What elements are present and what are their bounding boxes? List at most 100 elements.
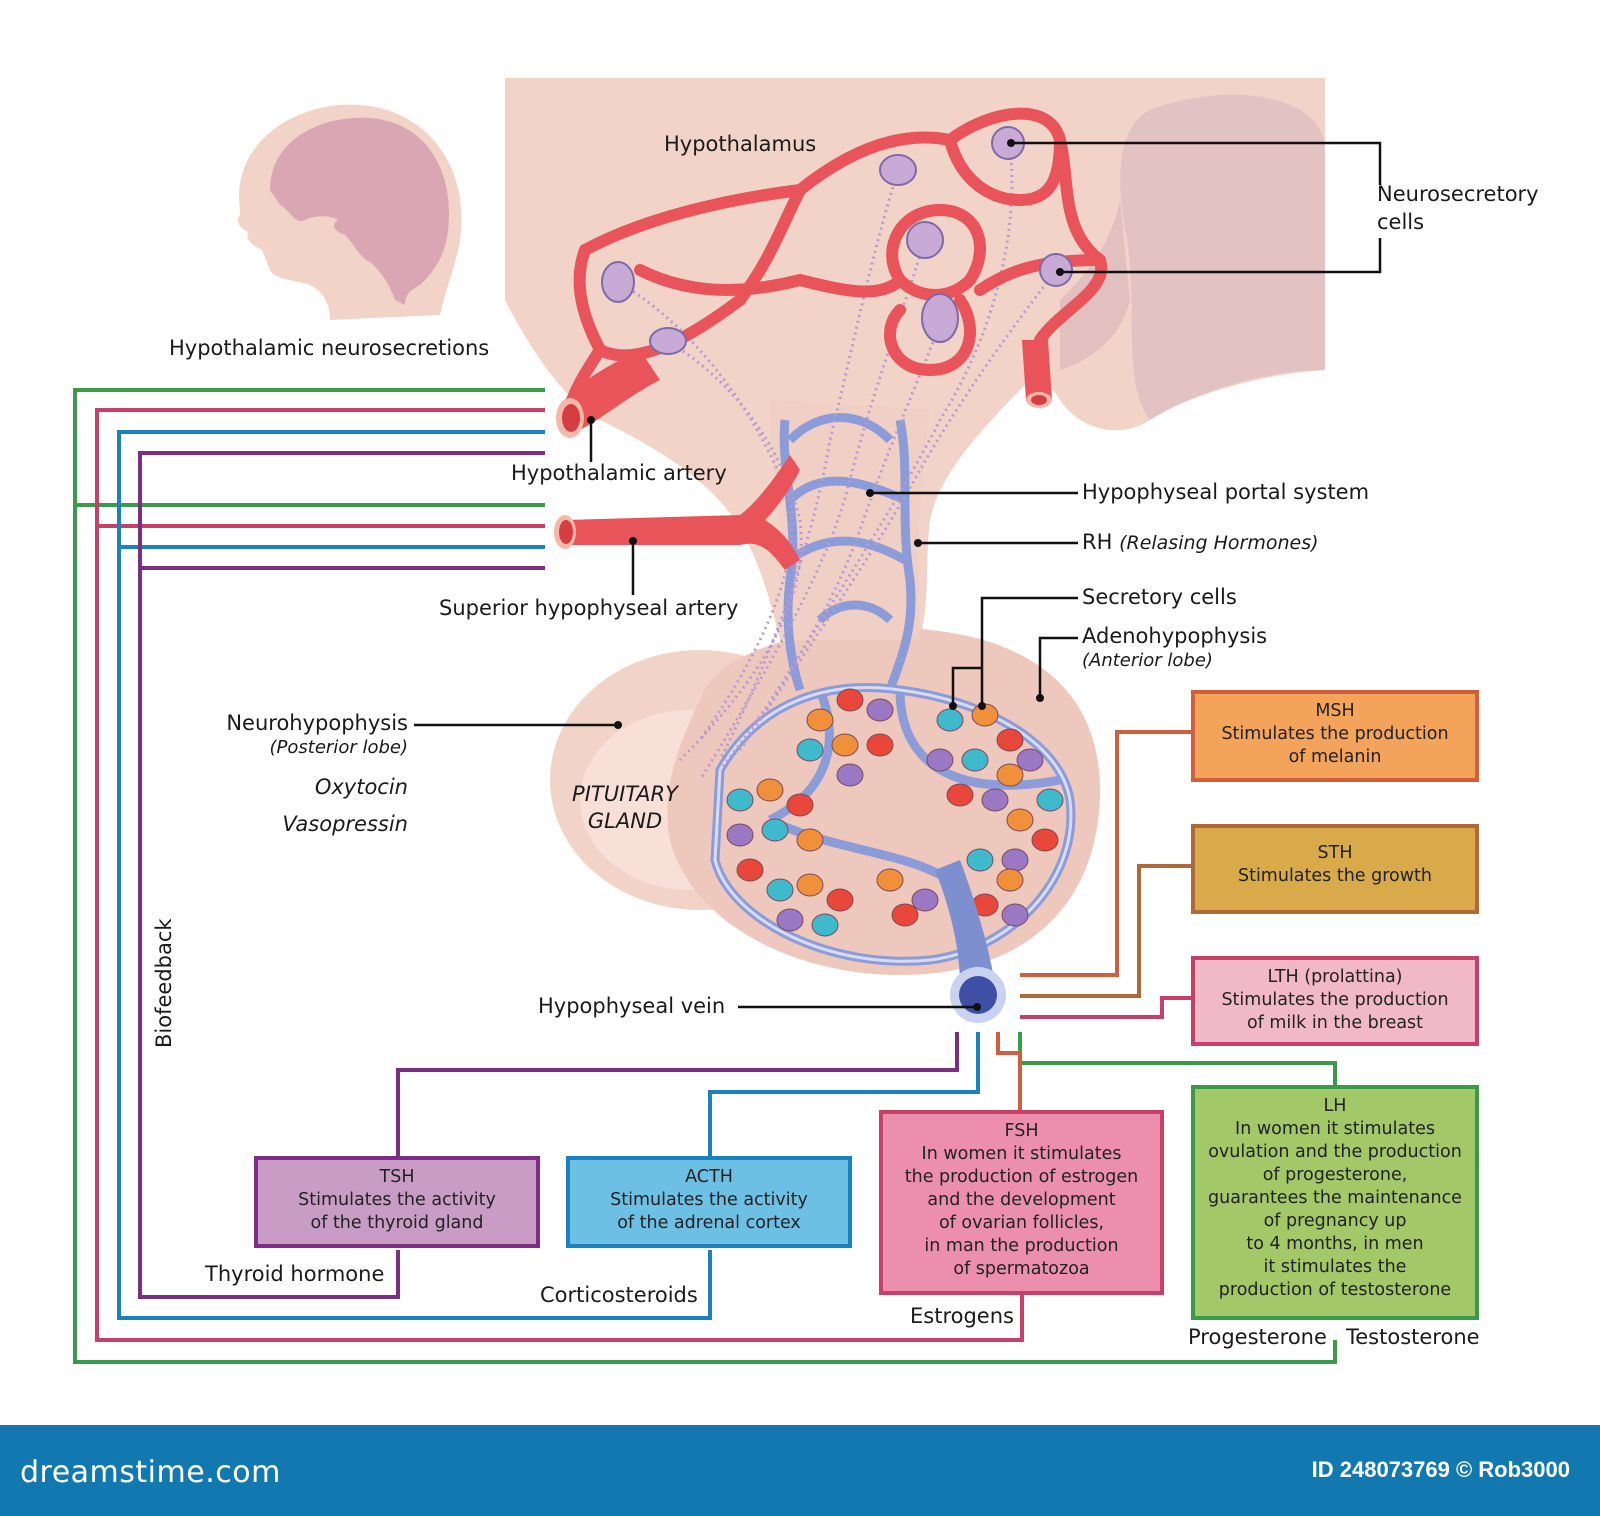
rh-full: (Relasing Hormones): [1119, 532, 1319, 554]
label-hypothalamus: Hypothalamus: [664, 132, 817, 156]
secretory-cell: [726, 823, 754, 847]
label-thyroid-hormone: Thyroid hormone: [205, 1262, 385, 1286]
secretory-cell: [946, 783, 974, 807]
neurosecretory-cell-bodies: [601, 126, 1073, 355]
secretory-cell: [1031, 828, 1059, 852]
secretory-cell: [996, 868, 1024, 892]
hormone-box-fsh: FSH In women it stimulates the production …: [879, 1110, 1164, 1295]
label-neurosecretory: Neurosecretory: [1377, 182, 1539, 206]
label-rh: RH (Relasing Hormones): [1082, 530, 1319, 555]
pituitary-stalk: [770, 400, 930, 640]
label-posterior-lobe: (Posterior lobe): [269, 737, 408, 758]
secretory-cell: [961, 748, 989, 772]
secretory-cell: [996, 763, 1024, 787]
secretory-cell: [806, 708, 834, 732]
dreamstime-logo[interactable]: dreamstime.com: [20, 1455, 281, 1490]
label-hypophyseal-portal-system: Hypophyseal portal system: [1082, 480, 1370, 504]
label-progesterone: Progesterone: [1188, 1325, 1327, 1349]
label-neurohypophysis: Neurohypophysis: [226, 711, 408, 735]
hormone-description-line: to 4 months, in men: [1246, 1234, 1424, 1254]
secretory-cell: [876, 868, 904, 892]
secretory-cell: [831, 733, 859, 757]
secretory-cell: [1036, 788, 1064, 812]
hormone-box-lh: LH In women it stimulates ovulation and th…: [1191, 1085, 1479, 1320]
diagram-illustration: [73, 78, 1382, 1364]
label-hypothalamic-artery: Hypothalamic artery: [511, 461, 727, 485]
hormone-name: MSH: [1315, 701, 1355, 721]
hormone-description-line: of progesterone,: [1262, 1165, 1408, 1185]
leader-lines: [414, 141, 1382, 1009]
secretory-cell: [936, 708, 964, 732]
hormone-description-line: of melanin: [1288, 747, 1382, 767]
label-pituitary: PITUITARY: [572, 782, 678, 806]
label-superior-hypophyseal-artery: Superior hypophyseal artery: [439, 596, 739, 620]
hormone-description-line: Stimulates the production: [1221, 990, 1449, 1010]
secretory-cell: [891, 903, 919, 927]
secretory-cell: [926, 748, 954, 772]
secretory-cell: [866, 698, 894, 722]
secretory-cell: [836, 688, 864, 712]
label-hypophyseal-vein: Hypophyseal vein: [538, 994, 726, 1018]
hormone-description-line: Stimulates the production: [1221, 724, 1449, 744]
secretory-cell: [836, 763, 864, 787]
secretory-cell: [1016, 748, 1044, 772]
label-neurosecretory-cells: cells: [1377, 210, 1425, 234]
secretory-cell: [776, 908, 804, 932]
secretory-cell: [766, 878, 794, 902]
label-estrogens: Estrogens: [910, 1304, 1014, 1328]
secretory-cell: [761, 818, 789, 842]
label-hypothalamic-neurosecretions: Hypothalamic neurosecretions: [169, 336, 490, 360]
secretory-cell: [796, 873, 824, 897]
hormone-output-lines: [396, 730, 1337, 1156]
secretory-cell: [811, 913, 839, 937]
hormone-name: ACTH: [685, 1167, 733, 1187]
label-anterior-lobe: (Anterior lobe): [1082, 650, 1213, 671]
secretory-cell: [866, 733, 894, 757]
biofeedback-lines: [73, 388, 1337, 1364]
secretory-cell: [796, 828, 824, 852]
secretory-cell: [796, 738, 824, 762]
hormone-description-line: of pregnancy up: [1263, 1211, 1407, 1231]
label-secretory-cells: Secretory cells: [1082, 585, 1237, 609]
hormone-description-line: Stimulates the growth: [1237, 866, 1433, 886]
label-gland: GLAND: [587, 809, 663, 833]
hormone-name: FSH: [1004, 1121, 1039, 1141]
secretory-cell: [911, 888, 939, 912]
hormone-description-line: In women it stimulates: [921, 1144, 1122, 1164]
rh-abbrev: RH: [1082, 530, 1113, 554]
superior-hypophyseal-artery: [554, 455, 800, 570]
secretory-cell: [736, 858, 764, 882]
secretory-cell: [726, 788, 754, 812]
secretory-cell: [1006, 808, 1034, 832]
hormone-description-line: production of testosterone: [1218, 1280, 1452, 1300]
hypothalamic-capillary-network: [564, 107, 1108, 416]
hormone-name: TSH: [379, 1167, 415, 1187]
label-oxytocin: Oxytocin: [314, 775, 408, 799]
portal-vessel-highlight: [713, 686, 1073, 963]
hormone-box-lth: LTH (prolattina)Stimulates the productio…: [1191, 956, 1479, 1046]
hormone-description-line: in man the production: [924, 1236, 1119, 1256]
hormone-description-line: Stimulates the activity: [610, 1190, 808, 1210]
brain-tissue: [505, 78, 1325, 640]
label-biofeedback: Biofeedback: [152, 918, 176, 1048]
hormone-description-line: the production of estrogen: [904, 1167, 1139, 1187]
leader-dots: [587, 139, 1064, 1011]
head-silhouette-icon: [237, 104, 462, 321]
pituitary-diagram: Hypothalamus Neurosecretory cells Hypoth…: [73, 78, 1539, 1364]
hormone-description-line: it stimulates the: [1263, 1257, 1407, 1277]
hormone-description-line: Stimulates the activity: [298, 1190, 496, 1210]
hormone-name: LH: [1323, 1096, 1347, 1116]
secretory-cell: [966, 848, 994, 872]
hormone-description-line: of spermatozoa: [953, 1259, 1090, 1279]
footer-bar: dreamstime.com ID 248073769 © Rob3000: [0, 1425, 1600, 1516]
hypothalamic-artery: [556, 350, 660, 438]
label-testosterone: Testosterone: [1346, 1325, 1480, 1349]
hormone-box-tsh: TSH Stimulates the activity of the thyroid…: [254, 1156, 540, 1248]
hormone-description-line: of the thyroid gland: [310, 1213, 484, 1233]
label-corticosteroids: Corticosteroids: [540, 1283, 698, 1307]
hypothalamic-vein-stub: [1022, 340, 1052, 408]
hormone-box-msh: MSH Stimulates the production of melanin: [1191, 690, 1479, 782]
hormone-description-line: ovulation and the production: [1208, 1142, 1462, 1162]
hormone-description-line: In women it stimulates: [1235, 1119, 1435, 1139]
